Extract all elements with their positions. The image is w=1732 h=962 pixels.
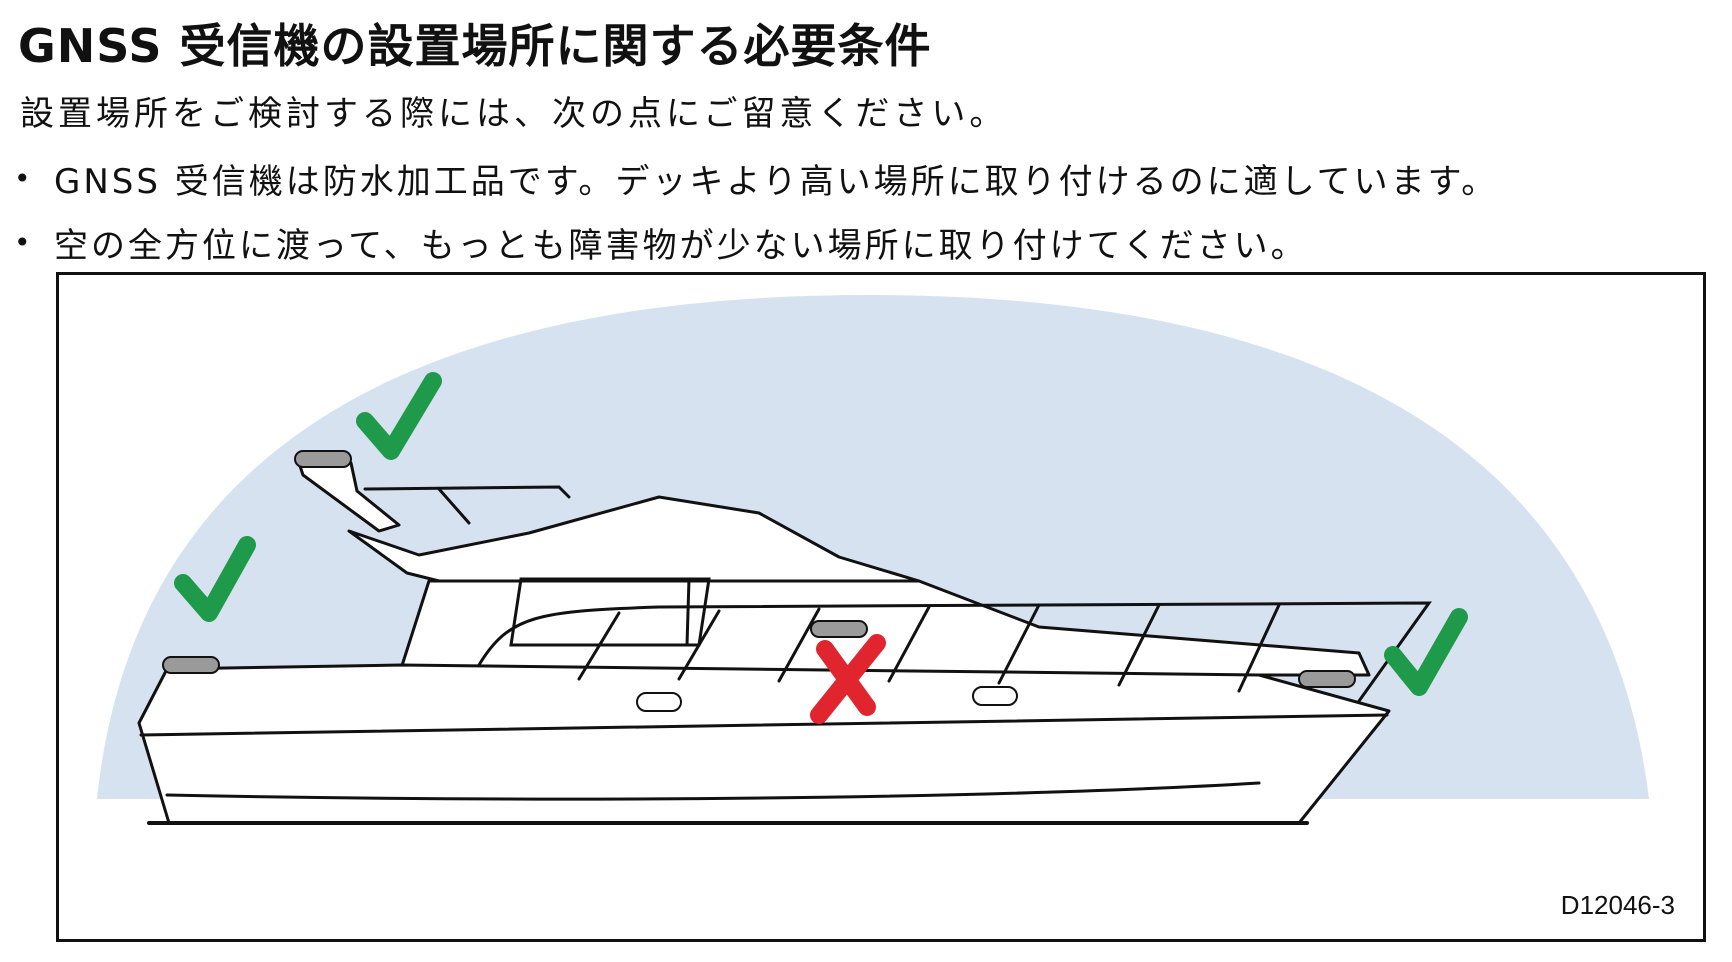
intro-text: 設置場所をご検討する際には、次の点にご留意ください。 bbox=[20, 94, 1008, 134]
bullet-marker: • bbox=[14, 225, 34, 259]
cross-icon bbox=[810, 634, 886, 724]
rail-post bbox=[887, 605, 931, 683]
flybridge-rail-post bbox=[437, 487, 471, 525]
rail-post bbox=[1117, 603, 1161, 687]
list-item-text: 空の全方位に渡って、もっとも障害物が少ない場所に取り付けてください。 bbox=[54, 225, 1308, 266]
figure-id-label: D12046-3 bbox=[1560, 890, 1675, 920]
receivers bbox=[162, 450, 1356, 688]
gnss-receiver bbox=[294, 450, 352, 468]
installation-figure: D12046-3 bbox=[56, 272, 1706, 942]
check-icon bbox=[1384, 608, 1468, 696]
rail-post bbox=[997, 603, 1041, 685]
hull-stripe bbox=[139, 713, 1389, 737]
porthole bbox=[972, 686, 1018, 706]
window-divider bbox=[685, 577, 691, 647]
list-item: • 空の全方位に渡って、もっとも障害物が少ない場所に取り付けてください。 bbox=[14, 210, 1498, 274]
flybridge-rail bbox=[363, 485, 571, 499]
boat-outline bbox=[137, 461, 1391, 825]
deck-rail bbox=[477, 601, 1432, 703]
boat-illustration bbox=[97, 295, 1649, 825]
page-title: GNSS 受信機の設置場所に関する必要条件 bbox=[18, 19, 932, 73]
check-icon bbox=[174, 536, 256, 622]
check-icon bbox=[356, 372, 442, 460]
list-item: • GNSS 受信機は防水加工品です。デッキより高い場所に取り付けるのに適してい… bbox=[14, 146, 1498, 210]
gnss-receiver bbox=[810, 620, 868, 638]
cabin-window bbox=[509, 577, 711, 647]
bullet-marker: • bbox=[14, 161, 34, 195]
flybridge bbox=[347, 495, 921, 583]
list-item-text: GNSS 受信機は防水加工品です。デッキより高い場所に取り付けるのに適しています… bbox=[54, 161, 1499, 202]
requirements-list: • GNSS 受信機は防水加工品です。デッキより高い場所に取り付けるのに適してい… bbox=[14, 146, 1498, 274]
gnss-receiver bbox=[162, 656, 220, 674]
porthole bbox=[636, 692, 682, 712]
boat-lines bbox=[139, 485, 1432, 825]
sheer-line bbox=[165, 781, 1261, 801]
gnss-receiver bbox=[1298, 670, 1356, 688]
rail-post bbox=[1237, 603, 1281, 693]
rail-post bbox=[777, 607, 821, 683]
